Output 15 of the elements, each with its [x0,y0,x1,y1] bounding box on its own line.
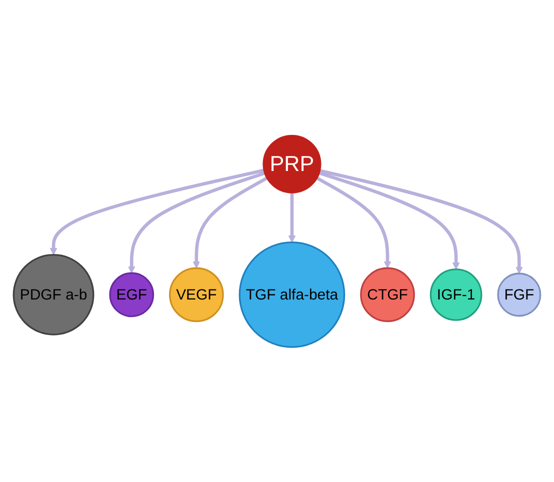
arrow [318,170,460,270]
arrow [50,168,265,255]
arrow [319,168,523,274]
node-circle: CTGF [360,266,415,322]
node-circle: IGF-1 [430,268,482,321]
node-circle: EGF [109,272,154,317]
node-circle: VEGF [169,266,224,322]
arrow [192,176,268,268]
node-circle: PDGF a-b [12,254,94,336]
arrow [316,176,392,268]
node-circle: PRP [262,134,322,193]
arrow [288,192,296,242]
arrow [128,171,266,274]
node-circle: FGF [497,272,542,316]
node-circle: TGF alfa-beta [238,241,346,348]
